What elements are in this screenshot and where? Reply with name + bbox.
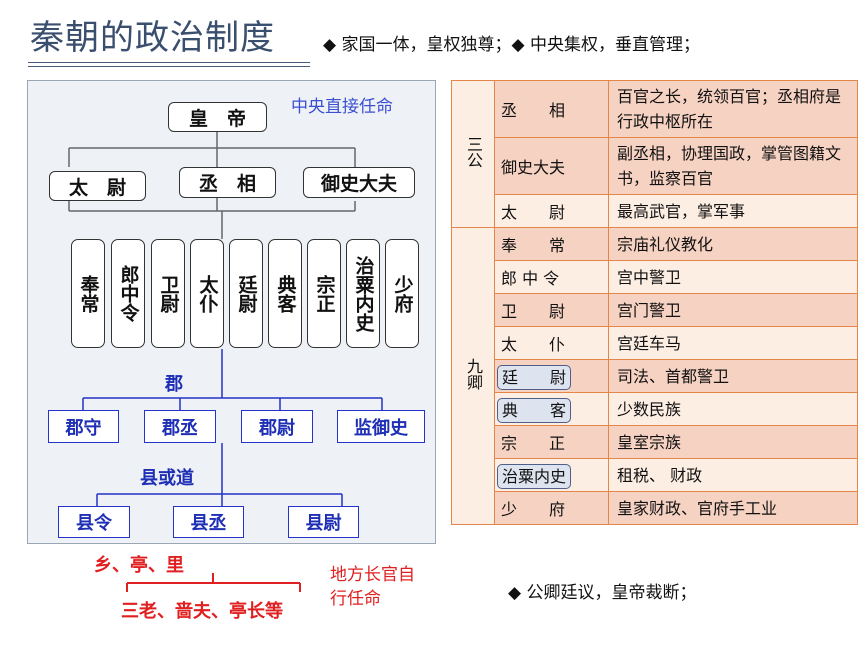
office-cell: 御史大夫: [494, 137, 609, 195]
central-connectors: [68, 131, 356, 239]
junshou-box: 郡守: [48, 410, 119, 443]
office-cell: 太 尉: [494, 194, 609, 228]
duty-cell: 宗庙礼仪教化: [608, 227, 858, 261]
office-cell: 廷 尉: [494, 359, 609, 393]
table-row: 典 客 少数民族: [452, 392, 858, 426]
table-row: 三公丞 相 百官之长，统领百官；丞相府是行政中枢所在: [451, 80, 858, 228]
office-cell: 太 仆: [494, 326, 609, 360]
xiancheng-box: 县丞: [173, 506, 244, 538]
office-name: 少 府: [501, 500, 566, 519]
group-cell: 九卿: [451, 227, 495, 525]
office-name: 御史大夫: [501, 158, 566, 177]
duty-cell: 最高武官，掌军事: [608, 194, 858, 228]
jianyushi-box: 监御史: [337, 410, 425, 443]
duty-cell: 百官之长，统领百官；丞相府是行政中枢所在: [608, 80, 858, 138]
village-label: 乡、亭、里: [94, 555, 184, 576]
minister-langzhongling: 郎中令: [111, 239, 145, 348]
subtitle: ◆ 家国一体，皇权独尊；◆ 中央集权，垂直管理；: [323, 35, 700, 55]
minister-zongzheng: 宗正: [307, 239, 341, 348]
duty-cell: 宫门警卫: [608, 293, 858, 327]
minister-taipu: 太仆: [190, 239, 224, 348]
juncheng-box: 郡丞: [144, 410, 216, 443]
office-cell: 典 客: [494, 392, 609, 426]
table-row: 御史大夫 副丞相，协理国政，掌管图籍文书，监察百官: [452, 137, 858, 195]
minister-weiwei: 卫尉: [151, 239, 185, 348]
table-row: 宗 正 皇室宗族: [452, 425, 858, 459]
local-appointment-note: 地方长官自行任命: [330, 565, 415, 609]
group-cell: 三公: [451, 80, 495, 228]
office-name: 廷 尉: [497, 365, 572, 390]
duty-cell: 少数民族: [608, 392, 858, 426]
emperor-box: 皇 帝: [168, 102, 267, 132]
group-label: 三公: [464, 136, 483, 168]
table-row: 郎 中 令 宫中警卫: [452, 260, 858, 294]
village-connectors: [126, 573, 301, 592]
table-row: 太 尉 最高武官，掌军事: [452, 194, 858, 228]
duty-cell: 租税、 财政: [608, 458, 858, 492]
office-name: 丞 相: [501, 101, 566, 120]
office-cell: 治粟内史: [494, 458, 609, 492]
office-name: 郎 中 令: [501, 269, 560, 288]
minister-zhisuneishi: 治粟内史: [346, 239, 380, 348]
central-appointment-note: 中央直接任命: [291, 97, 393, 117]
office-cell: 少 府: [494, 491, 609, 525]
minister-shaofu: 少府: [385, 239, 419, 348]
table-row: 太 仆 宫廷车马: [452, 326, 858, 360]
office-cell: 郎 中 令: [494, 260, 609, 294]
office-cell: 奉 常: [494, 227, 609, 261]
office-name: 太 尉: [501, 203, 566, 222]
office-name: 太 仆: [501, 335, 566, 354]
junwei-box: 郡尉: [241, 410, 313, 443]
table-row: 卫 尉 宫门警卫: [452, 293, 858, 327]
table-row: 治粟内史 租税、 财政: [452, 458, 858, 492]
minister-dianke: 典客: [268, 239, 302, 348]
duty-cell: 皇家财政、官府手工业: [608, 491, 858, 525]
group-label: 九卿: [464, 358, 483, 390]
table-row: 九卿 奉 常 宗庙礼仪教化: [451, 227, 858, 525]
office-cell: 丞 相: [494, 80, 609, 138]
village-officials: 三老、啬夫、亭长等: [121, 601, 283, 622]
officials-table: 三公丞 相 百官之长，统领百官；丞相府是行政中枢所在御史大夫 副丞相，协理国政，掌管…: [451, 80, 858, 525]
jun-label: 郡: [165, 374, 183, 395]
duty-cell: 宫中警卫: [608, 260, 858, 294]
office-cell: 宗 正: [494, 425, 609, 459]
table-row: 廷 尉 司法、首都警卫: [452, 359, 858, 393]
yushidafu-box: 御史大夫: [303, 167, 415, 198]
office-name: 典 客: [497, 398, 572, 423]
office-name: 治粟内史: [497, 464, 572, 489]
duty-cell: 司法、首都警卫: [608, 359, 858, 393]
page-title: 秦朝的政治制度: [30, 18, 275, 58]
xianwei-box: 县尉: [288, 506, 359, 538]
xianling-box: 县令: [58, 506, 130, 538]
minister-tingwei: 廷尉: [229, 239, 263, 348]
office-name: 奉 常: [501, 236, 566, 255]
duty-cell: 皇室宗族: [608, 425, 858, 459]
xian-label: 县或道: [140, 468, 194, 489]
local-connectors: [82, 349, 383, 506]
duty-cell: 副丞相，协理国政，掌管图籍文书，监察百官: [608, 137, 858, 195]
minister-fengchang: 奉常: [71, 239, 105, 348]
chengxiang-box: 丞 相: [179, 167, 276, 198]
duty-cell: 宫廷车马: [608, 326, 858, 360]
bottom-note: ◆ 公卿廷议，皇帝裁断；: [508, 583, 697, 603]
table-row: 少 府 皇家财政、官府手工业: [452, 491, 858, 525]
office-name: 宗 正: [501, 434, 566, 453]
taiwei-box: 太 尉: [49, 171, 146, 201]
title-underline: [28, 62, 310, 67]
office-name: 卫 尉: [501, 302, 566, 321]
office-cell: 卫 尉: [494, 293, 609, 327]
